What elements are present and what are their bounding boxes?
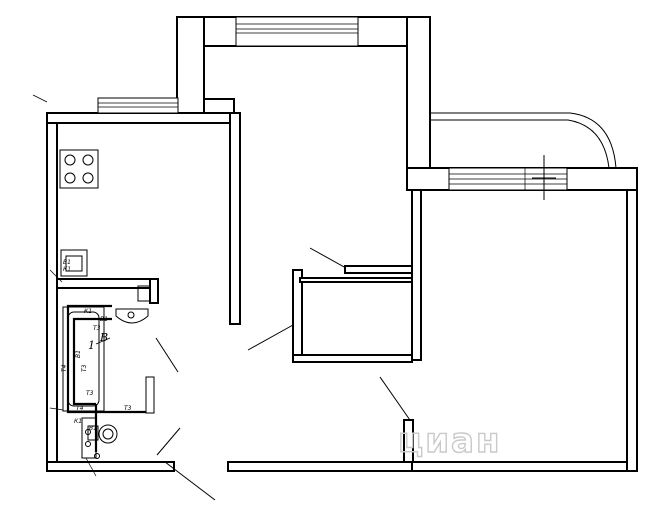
bedroom-left-wall [411,189,422,361]
label-b1-top: В1 [100,316,108,323]
label-t3-left: Т3 [81,364,88,372]
window-living [235,16,359,47]
bottom-wall-right [411,461,638,472]
living-door-swing [247,324,294,351]
label-t4-left: Т4 [61,364,68,372]
window-kitchen [97,97,179,114]
towel-rail-body [145,376,155,414]
washbasin [115,308,149,324]
living-left-notch [176,16,205,114]
washbasin-body [115,308,149,324]
label-k1-stove: К1 [63,266,71,273]
toilet [87,424,118,444]
label-k1-top: К1 [84,308,92,315]
sink-body [60,249,88,277]
label-t3-bottom: Т3 [86,390,94,397]
bathtub [62,306,105,412]
label-b1-left: В1 [75,350,82,358]
left-exterior-wall [46,112,58,467]
living-notch-ledge [203,98,235,114]
right-exterior-wall [626,189,638,472]
pipe-outer [66,304,112,414]
stove [59,149,99,189]
closet-top-wall [344,265,413,274]
burner-2 [82,154,94,166]
bathroom-right-stub [149,278,159,304]
label-b1-bottom: В1 [89,425,97,432]
toilet-seat [102,428,114,440]
entrance-arrow [164,461,216,501]
closet-shelf [299,277,413,283]
sink-basin [65,255,83,272]
stove-body [59,149,99,189]
closet-bottom-wall [292,354,413,363]
kitchen-top-wall [46,112,234,124]
burner-4 [82,172,94,184]
dimension-ticks [32,94,100,477]
plumbing-pipes [66,304,146,459]
label-t3-bottom2: Т3 [124,405,132,412]
bathroom-top-wall [56,278,158,289]
bottom-wall-left [46,461,175,472]
bathtub-outer [62,306,105,412]
bedroom-door-swing [379,376,413,424]
toilet-bowl [98,424,118,444]
closet-left-wall [292,269,303,363]
windows [97,16,568,200]
pipe-inner [72,317,112,406]
wc-door-swing [156,427,181,456]
toilet-tank [87,425,99,441]
kitchen-living-partition [229,112,241,325]
pipe-labels: К1 В1 Т3 Т4 В1 Т3 Т4 Т3 Т3 К1 В1 В 1 [61,308,132,432]
towel-rail [145,376,155,414]
label-t4-bottom: Т4 [76,405,84,412]
washbasin-drain [127,311,135,319]
burner-3 [64,172,76,184]
label-t3-top: Т3 [93,325,101,332]
bedroom-door-jamb [403,419,414,463]
balcony-inner-edge [430,119,610,169]
outer-walls [46,16,638,472]
label-b1-stove: В1 [63,259,71,266]
riser-box [81,417,97,459]
bathroom-vent [137,285,151,302]
riser-label-top: В [99,331,108,344]
riser-label-bottom: 1 [88,339,95,352]
balcony [430,112,617,169]
bathroom-door-swing [155,337,179,373]
label-k1-bottom: К1 [74,418,82,425]
balcony-outer-edge [430,112,617,169]
internal-partitions [56,247,414,501]
bottom-wall-middle [227,461,413,472]
watermark-text: циан [398,421,501,461]
living-right-wall [406,16,431,190]
kitchen-sink: В1 К1 [60,249,88,277]
burner-1 [64,154,76,166]
